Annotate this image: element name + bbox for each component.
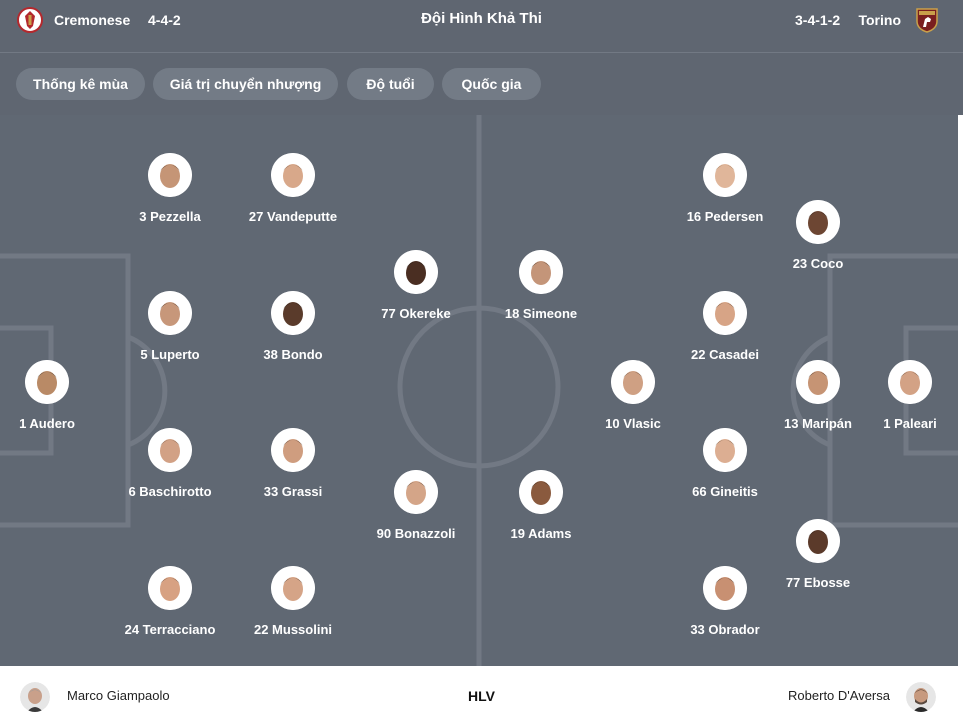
player-name: 1 Audero <box>19 416 75 431</box>
player-away-coco[interactable]: 23 Coco <box>748 200 888 271</box>
player-home-bonazzoli[interactable]: 90 Bonazzoli <box>346 470 486 541</box>
player-home-audero[interactable]: 1 Audero <box>0 360 117 431</box>
player-away-obrador[interactable]: 33 Obrador <box>655 566 795 637</box>
filter-transfer-value[interactable]: Giá trị chuyển nhượng <box>153 68 338 100</box>
player-avatar <box>271 566 315 610</box>
player-name: 18 Simeone <box>504 306 578 321</box>
player-name: 33 Grassi <box>263 484 323 499</box>
player-away-maripan[interactable]: 13 Maripán <box>748 360 888 431</box>
player-avatar <box>148 291 192 335</box>
player-avatar <box>888 360 932 404</box>
filter-season-stats[interactable]: Thống kê mùa <box>16 68 145 100</box>
player-home-bondo[interactable]: 38 Bondo <box>223 291 363 362</box>
player-name: 10 Vlasic <box>605 416 661 431</box>
player-name: 16 Pedersen <box>686 209 764 224</box>
page-title: Đội Hình Khả Thi <box>421 10 542 27</box>
player-avatar <box>271 291 315 335</box>
player-name: 22 Casadei <box>691 347 759 362</box>
player-avatar <box>796 360 840 404</box>
player-home-baschirotto[interactable]: 6 Baschirotto <box>100 428 240 499</box>
player-avatar <box>703 428 747 472</box>
away-team[interactable]: Torino <box>858 0 941 40</box>
player-name: 23 Coco <box>792 256 844 271</box>
player-name: 3 Pezzella <box>139 209 201 224</box>
player-name: 27 Vandeputte <box>248 209 338 224</box>
player-avatar <box>519 470 563 514</box>
away-formation: 3-4-1-2 <box>795 12 841 28</box>
home-team-name: Cremonese <box>54 12 131 28</box>
player-avatar <box>271 153 315 197</box>
player-away-gineitis[interactable]: 66 Gineitis <box>655 428 795 499</box>
player-avatar <box>703 566 747 610</box>
filter-bar: Thống kê mùa Giá trị chuyển nhượng Độ tu… <box>0 53 963 115</box>
player-name: 22 Mussolini <box>253 622 333 637</box>
player-avatar <box>796 519 840 563</box>
player-avatar <box>148 428 192 472</box>
coaches-bar: Marco Giampaolo HLV Roberto D'Aversa <box>0 666 963 728</box>
player-avatar <box>394 470 438 514</box>
player-away-adams[interactable]: 19 Adams <box>471 470 611 541</box>
away-team-name: Torino <box>858 12 901 28</box>
player-avatar <box>148 153 192 197</box>
lineup-header: Cremonese 4-4-2 Đội Hình Khả Thi 3-4-1-2… <box>0 0 963 53</box>
cremonese-crest-icon <box>17 7 43 33</box>
player-avatar <box>148 566 192 610</box>
player-home-okereke[interactable]: 77 Okereke <box>346 250 486 321</box>
player-avatar <box>519 250 563 294</box>
coach-label: HLV <box>468 688 495 704</box>
player-name: 33 Obrador <box>690 622 760 637</box>
player-away-casadei[interactable]: 22 Casadei <box>655 291 795 362</box>
player-avatar <box>25 360 69 404</box>
player-name: 13 Maripán <box>784 416 852 431</box>
home-coach-name[interactable]: Marco Giampaolo <box>67 688 170 703</box>
player-away-ebosse[interactable]: 77 Ebosse <box>748 519 888 590</box>
player-name: 19 Adams <box>510 526 572 541</box>
player-home-mussolini[interactable]: 22 Mussolini <box>223 566 363 637</box>
player-avatar <box>611 360 655 404</box>
away-coach-avatar[interactable] <box>906 682 936 712</box>
player-name: 38 Bondo <box>263 347 323 362</box>
player-home-vandeputte[interactable]: 27 Vandeputte <box>223 153 363 224</box>
player-home-terracciano[interactable]: 24 Terracciano <box>100 566 240 637</box>
player-away-pedersen[interactable]: 16 Pedersen <box>655 153 795 224</box>
player-name: 66 Gineitis <box>692 484 758 499</box>
player-home-grassi[interactable]: 33 Grassi <box>223 428 363 499</box>
player-name: 77 Okereke <box>381 306 451 321</box>
player-avatar <box>703 153 747 197</box>
player-name: 24 Terracciano <box>124 622 216 637</box>
filter-nationality[interactable]: Quốc gia <box>442 68 541 100</box>
player-away-paleari[interactable]: 1 Paleari <box>840 360 958 431</box>
filter-age[interactable]: Độ tuổi <box>347 68 434 100</box>
player-avatar <box>703 291 747 335</box>
player-name: 1 Paleari <box>883 416 937 431</box>
player-away-vlasic[interactable]: 10 Vlasic <box>563 360 703 431</box>
home-formation: 4-4-2 <box>148 12 181 28</box>
player-name: 5 Luperto <box>140 347 200 362</box>
player-name: 90 Bonazzoli <box>376 526 456 541</box>
away-coach-name[interactable]: Roberto D'Aversa <box>788 688 890 703</box>
player-home-pezzella[interactable]: 3 Pezzella <box>100 153 240 224</box>
player-name: 6 Baschirotto <box>128 484 212 499</box>
home-coach-avatar[interactable] <box>20 682 50 712</box>
football-pitch: 1 Audero 3 Pezzella 27 Vandeputte 5 Lupe… <box>0 115 958 666</box>
player-home-luperto[interactable]: 5 Luperto <box>100 291 240 362</box>
player-avatar <box>271 428 315 472</box>
player-avatar <box>796 200 840 244</box>
home-team[interactable]: Cremonese <box>16 0 130 40</box>
player-away-simeone[interactable]: 18 Simeone <box>471 250 611 321</box>
player-name: 77 Ebosse <box>785 575 851 590</box>
torino-crest-icon <box>916 8 938 33</box>
player-avatar <box>394 250 438 294</box>
